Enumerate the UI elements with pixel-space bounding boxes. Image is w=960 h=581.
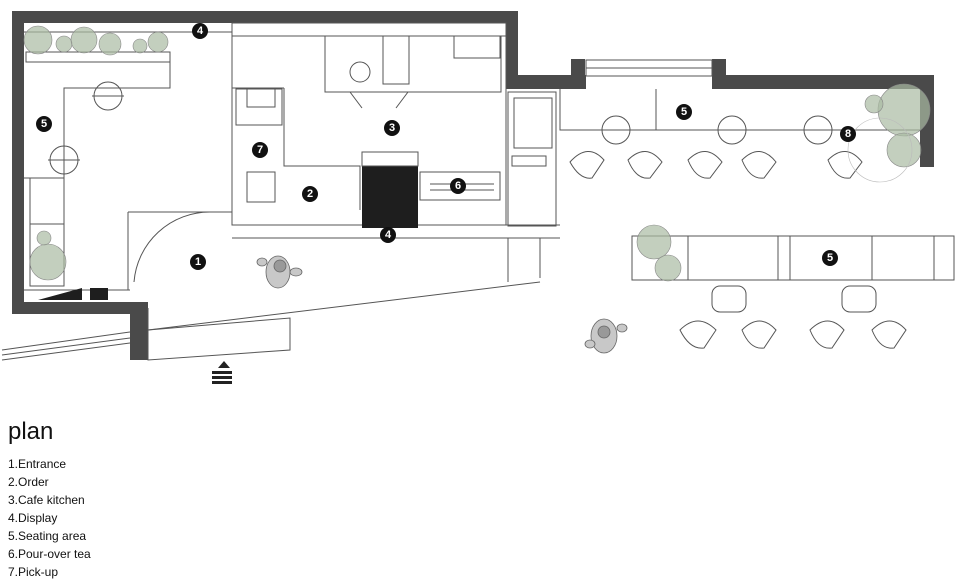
display-counter <box>362 166 418 228</box>
svg-text:4: 4 <box>197 25 204 37</box>
zone-markers: 4 5 3 7 2 6 4 1 <box>36 23 856 270</box>
marker-seating-left: 5 <box>36 116 52 132</box>
svg-text:8: 8 <box>845 128 851 140</box>
legend-item-cafe-kitchen: 3.Cafe kitchen <box>8 493 85 507</box>
marker-eight: 8 <box>840 126 856 142</box>
legend-item-entrance: 1.Entrance <box>8 457 67 471</box>
marker-pour-over-tea: 6 <box>450 178 466 194</box>
marker-seating-upper: 5 <box>676 104 692 120</box>
plants <box>23 25 931 282</box>
svg-text:6: 6 <box>455 180 461 192</box>
marker-display-bottom: 4 <box>380 227 396 243</box>
legend-item-display: 4.Display <box>8 511 58 525</box>
svg-text:3: 3 <box>389 122 395 134</box>
svg-text:5: 5 <box>681 106 687 118</box>
svg-text:5: 5 <box>41 118 47 130</box>
svg-text:1: 1 <box>195 256 201 268</box>
marker-cafe-kitchen: 3 <box>384 120 400 136</box>
plan-title: plan <box>8 418 54 445</box>
person-figure <box>256 255 303 289</box>
marker-display-top: 4 <box>192 23 208 39</box>
exterior-walls <box>12 11 934 360</box>
entrance-arrow-icon <box>212 361 232 384</box>
legend-list: 1.Entrance 2.Order 3.Cafe kitchen 4.Disp… <box>8 455 91 581</box>
legend-item-order: 2.Order <box>8 475 49 489</box>
marker-entrance: 1 <box>190 254 206 270</box>
marker-seating-lower: 5 <box>822 250 838 266</box>
legend-item-seating-area: 5.Seating area <box>8 529 87 543</box>
svg-text:5: 5 <box>827 252 833 264</box>
dark-cabinet <box>90 288 108 300</box>
person-figure-2 <box>584 318 628 354</box>
dark-shelf <box>38 288 82 300</box>
svg-text:7: 7 <box>257 144 263 156</box>
legend-item-pour-over-tea: 6.Pour-over tea <box>8 547 91 561</box>
marker-pick-up: 7 <box>252 142 268 158</box>
svg-text:2: 2 <box>307 188 313 200</box>
svg-text:4: 4 <box>385 229 392 241</box>
legend-item-pick-up: 7.Pick-up <box>8 565 59 579</box>
marker-order: 2 <box>302 186 318 202</box>
display-counter-top <box>361 151 419 167</box>
chairs <box>569 151 907 349</box>
